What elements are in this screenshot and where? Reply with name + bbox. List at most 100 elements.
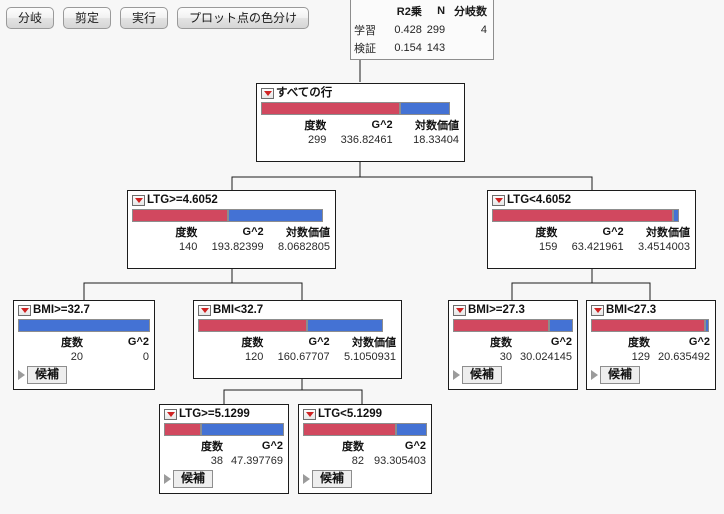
node-menu-icon[interactable] [18, 305, 31, 316]
node-title-label: LTG<5.1299 [318, 408, 383, 420]
disclosure-triangle-icon[interactable] [164, 474, 171, 484]
candidates-row[interactable]: 候補 [591, 366, 711, 384]
node-stats-table: 度数 G^2 20 0 [18, 333, 150, 363]
node-ltg-lt-4-6052[interactable]: LTG<4.6052 度数 G^2 対数価値 159 63.421961 3.4… [487, 190, 696, 269]
node-stat-header-count: 度数 [175, 227, 198, 239]
node-stat-value-logworth: 5.1050931 [344, 351, 396, 363]
node-stats-header-row: 度数 G^2 対数価値 [132, 223, 331, 240]
node-stat-header-g2: G^2 [127, 336, 149, 348]
disclosure-triangle-icon[interactable] [18, 370, 25, 380]
node-title-row: LTG>=4.6052 [132, 194, 331, 207]
node-stat-header-logworth: 対数価値 [352, 337, 396, 349]
node-stats-value-row: 140 193.82399 8.0682805 [132, 240, 331, 253]
candidates-row[interactable]: 候補 [164, 470, 284, 488]
node-stats-header-row: 度数 G^2 [453, 333, 573, 350]
node-stats-value-row: 129 20.635492 [591, 350, 711, 363]
split-button[interactable]: 分岐 [6, 7, 55, 29]
summary-header-r2: R2乗 [396, 6, 422, 18]
candidates-row[interactable]: 候補 [18, 366, 150, 384]
node-stats-value-row: 159 63.421961 3.4514003 [492, 240, 691, 253]
summary-row-validation: 検証 0.154 143 [354, 39, 487, 57]
node-distribution-bar [132, 209, 331, 222]
summary-r2-validation: 0.154 [394, 42, 422, 54]
node-menu-icon[interactable] [261, 88, 274, 99]
node-title-label: BMI<27.3 [606, 304, 657, 316]
node-menu-icon[interactable] [453, 305, 466, 316]
bar-segment-blue [549, 319, 573, 332]
bar-segment-blue [396, 423, 427, 436]
disclosure-triangle-icon[interactable] [453, 370, 460, 380]
node-stat-header-g2: G^2 [242, 226, 264, 238]
bar-segment-red [261, 102, 401, 115]
node-bmi-lt-32-7[interactable]: BMI<32.7 度数 G^2 対数価値 120 160.67707 5.105… [193, 300, 402, 379]
candidates-row[interactable]: 候補 [453, 366, 573, 384]
node-distribution-bar [492, 209, 691, 222]
node-stat-value-count: 20 [70, 351, 83, 363]
node-stats-value-row: 30 30.024145 [453, 350, 573, 363]
candidates-row[interactable]: 候補 [303, 470, 427, 488]
color-points-button[interactable]: プロット点の色分け [177, 7, 310, 29]
node-stat-value-count: 38 [210, 455, 223, 467]
candidates-button[interactable]: 候補 [27, 366, 68, 384]
node-stats-table: 度数 G^2 38 47.397769 [164, 437, 284, 467]
node-stat-value-logworth: 18.33404 [413, 134, 459, 146]
node-stat-value-count: 140 [178, 241, 198, 253]
node-bmi-ge-27-3[interactable]: BMI>=27.3 度数 G^2 30 30.024145 候補 [448, 300, 578, 390]
candidates-button[interactable]: 候補 [600, 366, 641, 384]
bar-segment-blue [18, 319, 150, 332]
node-stats-table: 度数 G^2 30 30.024145 [453, 333, 573, 363]
bar-segment-red [303, 423, 396, 436]
node-menu-icon[interactable] [164, 409, 177, 420]
node-stats-table: 度数 G^2 対数価値 159 63.421961 3.4514003 [492, 223, 691, 253]
node-stat-header-g2: G^2 [261, 440, 283, 452]
node-menu-icon[interactable] [492, 195, 505, 206]
bar-segment-red [591, 319, 705, 332]
prune-button[interactable]: 剪定 [63, 7, 112, 29]
node-ltg-lt-5-1299[interactable]: LTG<5.1299 度数 G^2 82 93.305403 候補 [298, 404, 432, 494]
node-stats-value-row: 20 0 [18, 350, 150, 363]
node-menu-icon[interactable] [591, 305, 604, 316]
disclosure-triangle-icon[interactable] [303, 474, 310, 484]
node-distribution-bar [164, 423, 284, 436]
node-stats-header-row: 度数 G^2 [18, 333, 150, 350]
node-stat-header-count: 度数 [628, 337, 650, 349]
node-stat-header-g2: G^2 [602, 226, 624, 238]
node-ltg-ge-4-6052[interactable]: LTG>=4.6052 度数 G^2 対数価値 140 193.82399 8.… [127, 190, 336, 269]
node-bmi-lt-27-3[interactable]: BMI<27.3 度数 G^2 129 20.635492 候補 [586, 300, 716, 390]
node-stats-header-row: 度数 G^2 [164, 437, 284, 454]
node-all-rows[interactable]: すべての行 度数 G^2 対数価値 299 336.82461 18.33404 [256, 83, 465, 162]
candidates-button[interactable]: 候補 [462, 366, 503, 384]
disclosure-triangle-icon[interactable] [591, 370, 598, 380]
node-stat-header-count: 度数 [61, 337, 83, 349]
bar-segment-red [453, 319, 549, 332]
node-stat-value-g2: 20.635492 [658, 351, 710, 363]
node-stat-header-count: 度数 [490, 337, 512, 349]
node-menu-icon[interactable] [198, 305, 211, 316]
summary-n-training: 299 [426, 24, 446, 36]
candidates-button[interactable]: 候補 [312, 470, 353, 488]
node-stats-table: 度数 G^2 対数価値 299 336.82461 18.33404 [261, 116, 460, 146]
node-stats-table: 度数 G^2 129 20.635492 [591, 333, 711, 363]
node-ltg-ge-5-1299[interactable]: LTG>=5.1299 度数 G^2 38 47.397769 候補 [159, 404, 289, 494]
node-menu-icon[interactable] [132, 195, 145, 206]
candidates-button[interactable]: 候補 [173, 470, 214, 488]
bar-segment-red [198, 319, 308, 332]
bar-segment-blue [227, 209, 324, 222]
node-stat-header-logworth: 対数価値 [646, 227, 690, 239]
run-button[interactable]: 実行 [120, 7, 169, 29]
node-menu-icon[interactable] [303, 409, 316, 420]
node-title-label: LTG<4.6052 [507, 194, 572, 206]
node-distribution-bar [261, 102, 460, 115]
node-stat-value-g2: 63.421961 [571, 241, 624, 253]
bar-segment-blue [201, 423, 284, 436]
node-stat-header-logworth: 対数価値 [415, 120, 459, 132]
node-distribution-bar [198, 319, 397, 332]
node-stat-value-g2: 160.67707 [277, 351, 330, 363]
bar-segment-blue [673, 209, 680, 222]
node-distribution-bar [303, 423, 427, 436]
node-bmi-ge-32-7[interactable]: BMI>=32.7 度数 G^2 20 0 候補 [13, 300, 155, 390]
node-stat-value-g2: 0 [142, 351, 149, 363]
node-stat-value-g2: 193.82399 [211, 241, 264, 253]
node-stat-value-count: 299 [307, 134, 327, 146]
